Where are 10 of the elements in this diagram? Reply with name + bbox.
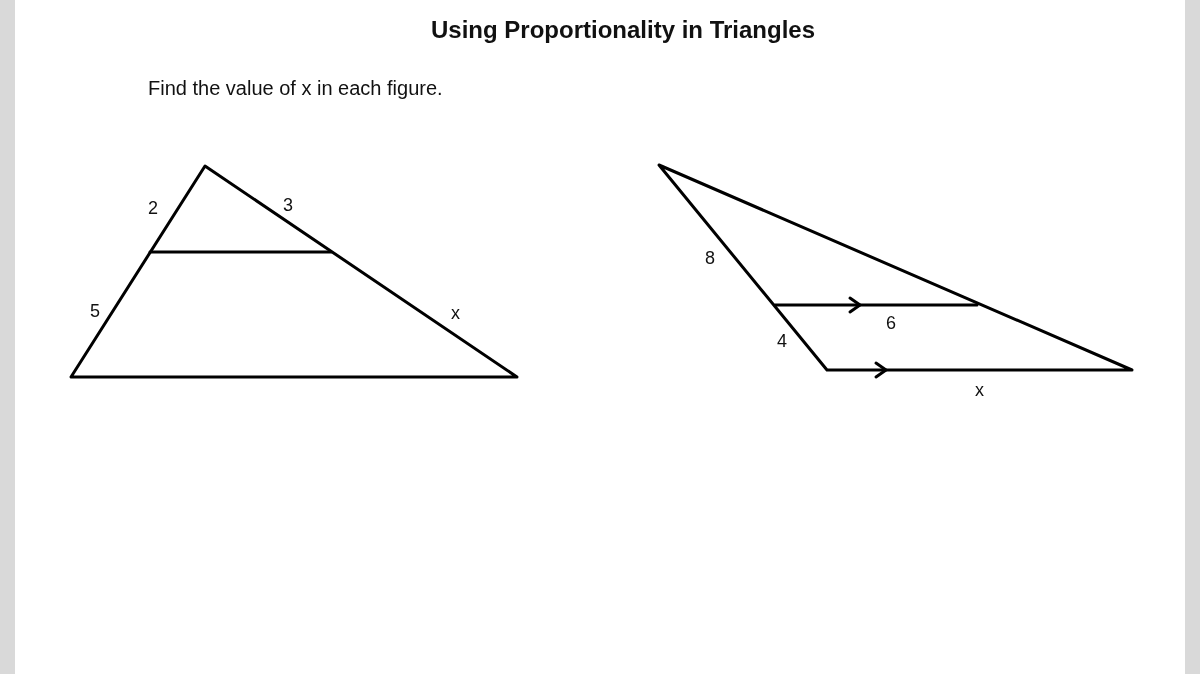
- side-length-label: 2: [148, 199, 158, 217]
- instruction-text: Find the value of x in each figure.: [148, 78, 443, 98]
- side-length-label: 4: [777, 332, 787, 350]
- side-length-label: 5: [90, 302, 100, 320]
- side-length-label: 8: [705, 249, 715, 267]
- side-length-label: 6: [886, 314, 896, 332]
- side-length-label: x: [451, 304, 460, 322]
- title: Using Proportionality in Triangles: [429, 18, 816, 42]
- side-length-label: 3: [283, 196, 293, 214]
- side-length-label: x: [975, 381, 984, 399]
